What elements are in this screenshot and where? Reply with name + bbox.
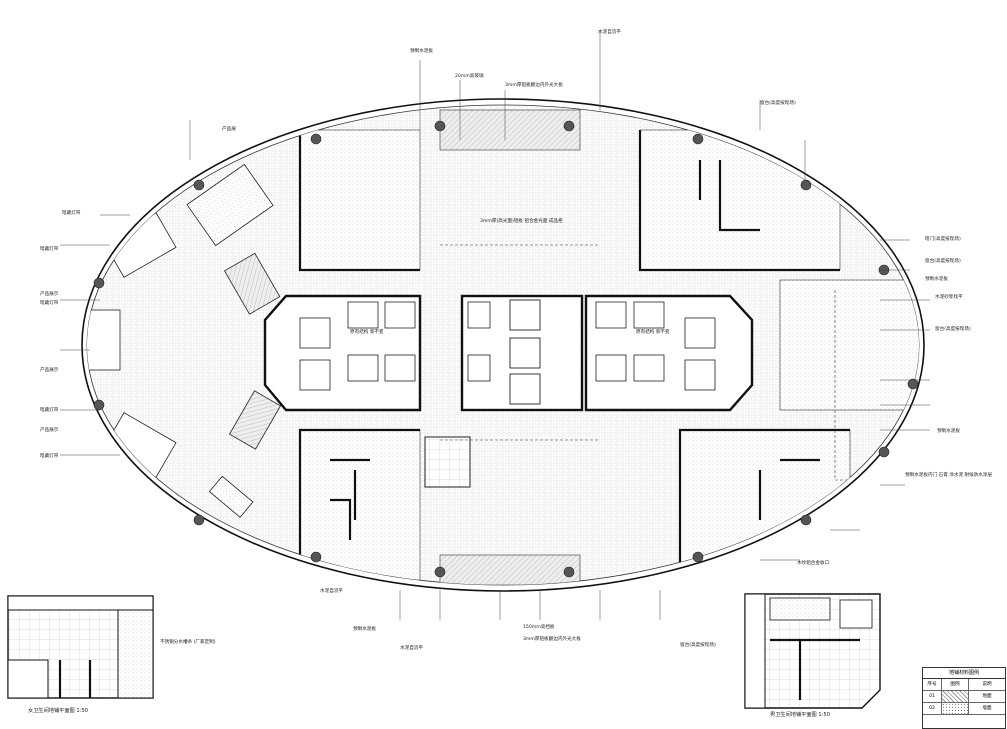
inset-left-note: 不锈钢分水槽条 (厂家定制): [160, 638, 216, 645]
center-note: 3mm厚(高光面)铝板 铝合金光面 成品柜: [480, 217, 563, 224]
legend-title: 地铺材料图例: [923, 668, 1005, 679]
legend-header-no: 序号: [923, 679, 942, 690]
legend-header-desc: 说明: [982, 682, 992, 687]
leader-lines: [60, 30, 930, 620]
label-bottom-a: 水泥自流平: [320, 587, 343, 594]
legend-table: 地铺材料图例 序号 图例 说明 01 地面 02 墙面: [922, 667, 1006, 729]
legend-row-no: 01: [923, 691, 942, 702]
label-left-g: 暗藏灯带: [40, 406, 59, 413]
inset-left-plan: 不锈钢分水槽条 (厂家定制) 女卫生间地铺平面图 1:50: [7, 595, 216, 714]
label-right-d: 水泥砂浆找平: [935, 293, 963, 300]
label-right-e: 预制水泥板: [937, 427, 960, 434]
label-left-f: 产品展示: [40, 366, 59, 373]
label-bottom-g: 木纹铝合金收口: [797, 559, 830, 566]
label-right-a: 暗门(高度按现场): [925, 235, 961, 242]
label-left-a: 产品展: [222, 125, 236, 132]
label-left-b: 暗藏灯带: [62, 209, 81, 216]
label-bottom-d: 3mm厚铝板翻边内外光大板: [523, 635, 581, 642]
legend-row: 02 墙面: [923, 703, 1005, 715]
label-right-f: 窗台(高度按现场): [935, 325, 971, 332]
central-core: 原有结构 新不变 原有结构 新不变 3mm厚(高光面)铝板 铝合金光面 成品柜: [263, 217, 754, 412]
legend-row-no: 02: [923, 703, 942, 714]
label-bottom-e: 150mm高挡板: [523, 623, 555, 630]
label-left-d: 产品展示: [40, 290, 59, 297]
label-bottom-c: 水泥自流平: [400, 644, 423, 651]
core-note-right: 原有结构 新不变: [636, 328, 670, 335]
label-right-c: 预制水泥板: [925, 275, 948, 282]
label-left-i: 暗藏灯带: [40, 452, 59, 459]
label-top-d: 水泥自流平: [598, 28, 621, 35]
legend-header-row: 序号 图例 说明: [923, 679, 1005, 691]
label-top-b: 3mm厚铝板翻边内外光大板: [505, 81, 563, 88]
inset-left-title: 女卫生间地铺平面图 1:50: [28, 706, 88, 714]
legend-pattern-swatch: [942, 691, 969, 702]
label-top-c: 20mm高玻璃: [455, 72, 484, 79]
legend-row-desc: 墙面: [982, 706, 992, 711]
label-top-a: 预制水泥板: [410, 47, 433, 54]
label-left-c: 暗藏灯带: [40, 245, 59, 252]
label-bottom-b: 预制水泥板: [353, 625, 376, 632]
label-right-h: 预制水泥板内门 石膏 涂水泥 耐候防水涂层: [905, 471, 992, 478]
label-left-e: 暗藏灯带: [40, 299, 59, 306]
legend-pattern-swatch: [942, 703, 969, 714]
label-left-h: 产品展示: [40, 426, 59, 433]
legend-header-pattern: 图例: [942, 679, 969, 690]
legend-row-desc: 地面: [982, 694, 992, 699]
material-labels: 预制水泥板 3mm厚铝板翻边内外光大板 20mm高玻璃 水泥自流平 暗门(高度按…: [40, 28, 992, 651]
label-bottom-f: 窗台(高度按现场): [680, 641, 716, 648]
inset-right-title: 男卫生间地铺平面图 1:50: [770, 710, 830, 718]
inset-right-plan: 男卫生间地铺平面图 1:50: [744, 593, 881, 718]
legend-row: 01 地面: [923, 691, 1005, 703]
label-right-g: 窗台(高度按现场): [760, 99, 796, 106]
label-right-b: 窗台(高度按现场): [925, 257, 961, 264]
core-note-left: 原有结构 新不变: [350, 328, 384, 335]
